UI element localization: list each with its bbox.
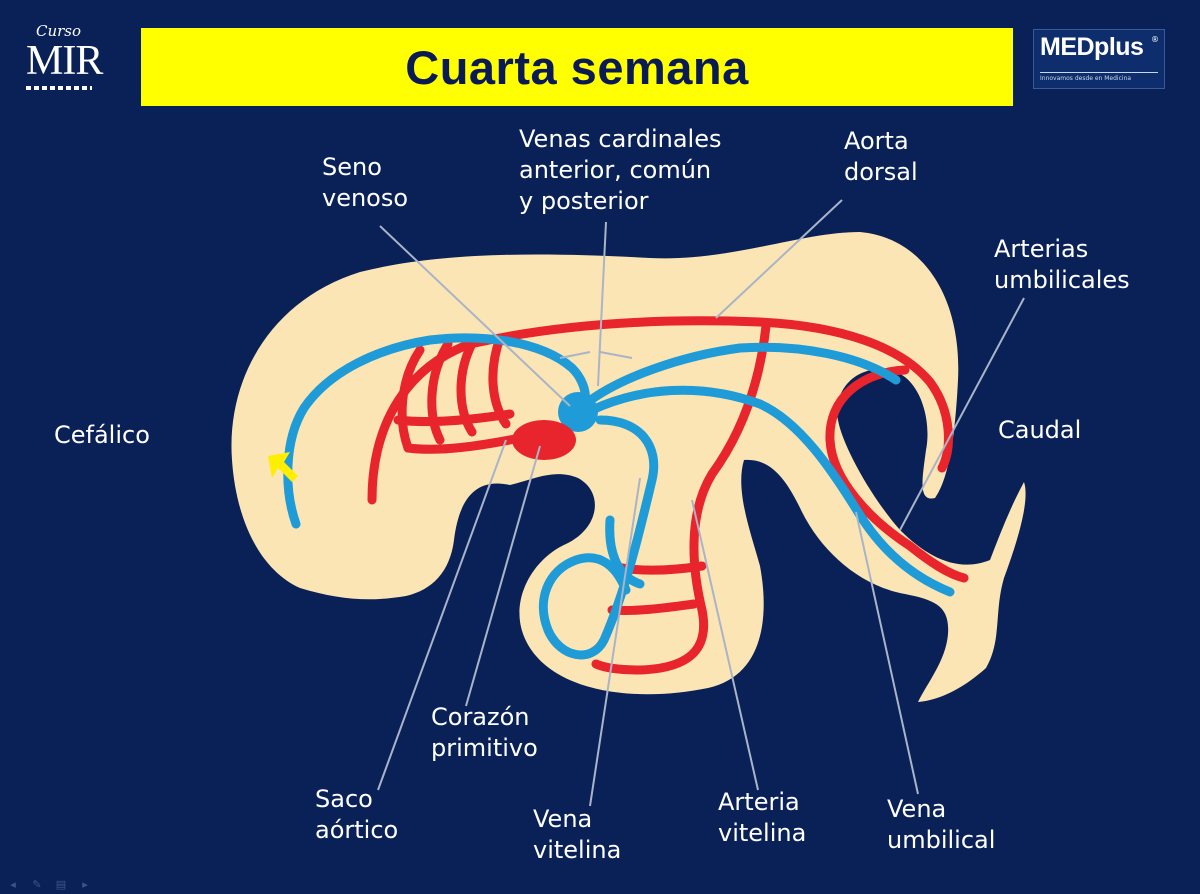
label-line: aórtico [315,816,399,844]
leader-venas-cardinales-2 [559,351,591,359]
label-cefalico: Cefálico [54,420,150,451]
label-vena-umbilical: Vena umbilical [887,794,995,856]
label-saco-aortico: Saco aórtico [315,784,398,846]
label-line: venoso [322,184,409,212]
label-caudal: Caudal [998,415,1081,446]
leader-venas-cardinales-1 [597,221,607,387]
leader-seno-venoso [379,225,571,407]
leader-arteria-vitelina [691,499,759,791]
arch-connector-2 [393,409,515,427]
aortic-arch-2 [427,339,453,445]
primitive-heart [512,420,576,460]
label-line: vitelina [533,836,622,864]
arrow-left-icon[interactable]: ◂ [10,878,16,891]
label-line: Seno [322,153,382,181]
label-line: Aorta [844,127,909,155]
embryo-body [231,232,1026,702]
sinus-venosus [558,392,598,432]
logo-script-text: Curso [36,22,82,40]
label-line: Cefálico [54,421,150,449]
label-line: Venas cardinales [519,125,722,153]
pen-icon[interactable]: ✎ [32,878,42,891]
presentation-toolbar: ◂ ✎ ▤ ▸ [6,878,92,891]
menu-icon[interactable]: ▤ [55,878,67,891]
vitelline-vein-branch [605,515,645,589]
vitelline-vein [538,415,659,660]
label-line: Arteria [718,788,800,816]
logo-rule [26,86,92,90]
curso-mir-logo: Curso MIR [22,22,103,94]
label-venas-cardinales: Venas cardinales anterior, común y poste… [519,124,721,217]
medplus-tagline: Innovamos desde en Medicina [1040,72,1158,83]
dorsal-aorta [367,316,953,505]
label-seno-venoso: Seno venoso [322,152,408,214]
label-vena-vitelina: Vena vitelina [533,804,621,866]
label-line: umbilical [887,826,996,854]
medplus-brand: MEDplus [1040,33,1144,61]
slide-title: Cuarta semana [405,40,749,94]
leader-corazon-primitivo [465,445,541,707]
medplus-registered: ® [1151,35,1159,44]
label-aorta-dorsal: Aorta dorsal [844,126,918,188]
label-line: Caudal [998,416,1082,444]
label-line: Vena [533,805,593,833]
label-line: primitivo [431,734,538,762]
label-line: vitelina [718,819,807,847]
vitelline-artery [591,321,771,675]
title-bar: Cuarta semana [141,28,1013,106]
label-line: Corazón [431,703,530,731]
leader-vena-umbilical [855,511,919,795]
leader-arterias-umbilicales [899,297,1025,531]
aortic-arch-3 [456,335,479,437]
head-marker-icon [268,452,298,482]
leader-aorta-dorsal [715,199,843,319]
veins-group [283,333,955,660]
leader-saco-aortico [377,439,507,791]
leader-venas-cardinales-3 [599,351,633,359]
label-arteria-vitelina: Arteria vitelina [718,787,806,849]
medplus-logo: MEDplus ® Innovamos desde en Medicina [1033,29,1165,89]
leader-lines [377,199,1025,807]
posterior-cardinal-vein [583,342,901,407]
label-line: dorsal [844,158,918,186]
arrow-right-icon[interactable]: ▸ [82,878,88,891]
umbilical-artery [825,365,969,583]
label-arterias-umbilicales: Arterias umbilicales [994,234,1130,296]
label-line: Vena [887,795,947,823]
label-line: Saco [315,785,373,813]
label-line: umbilicales [994,266,1130,294]
anterior-cardinal-vein [283,333,590,529]
leader-vena-vitelina [589,477,641,807]
aortic-arch-1 [397,345,425,453]
label-line: Arterias [994,235,1089,263]
label-line: y posterior [519,187,649,215]
label-corazon-primitivo: Corazón primitivo [431,702,538,764]
label-line: anterior, común [519,156,712,184]
logo-main-text: MIR [26,38,103,84]
umbilical-vein [587,385,955,597]
arch-connector [403,433,525,454]
